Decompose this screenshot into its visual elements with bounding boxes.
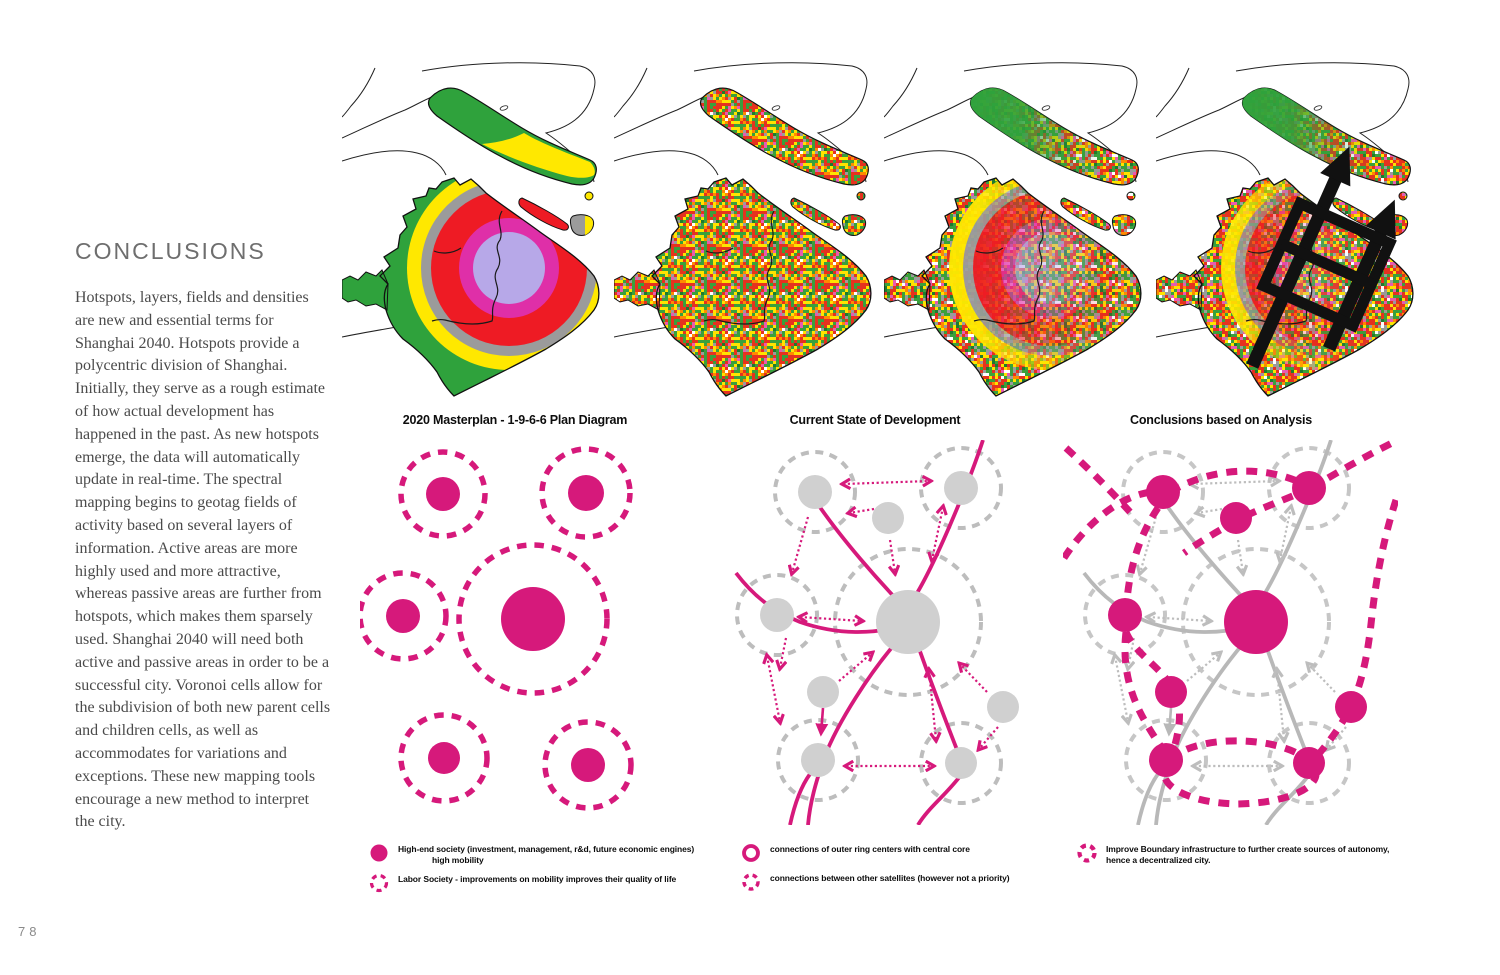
caption-conclusions: Conclusions based on Analysis (1130, 413, 1312, 427)
caption-masterplan: 2020 Masterplan - 1-9-6-6 Plan Diagram (402, 413, 628, 427)
text-column: CONCLUSIONS Hotspots, layers, fields and… (75, 238, 331, 834)
legend-label: Labor Society - improvements on mobility… (398, 874, 677, 884)
legend-label: Improve Boundary infrastructure to furth… (1106, 844, 1390, 854)
body-paragraph: Hotspots, layers, fields and densities a… (75, 289, 331, 831)
map-conclusions-infrastructure (1156, 58, 1428, 403)
page-title: CONCLUSIONS (75, 238, 266, 264)
diagram-masterplan-cells (360, 440, 660, 815)
legend-label-line2: high mobility (432, 854, 484, 865)
diagram-conclusions-network (1063, 440, 1398, 825)
legend-label: connections between other satellites (ho… (770, 873, 1010, 883)
legend-item: Labor Society - improvements on mobility… (368, 872, 698, 894)
legend-label: High-end society (investment, management… (398, 844, 695, 854)
legend-current-state: connections of outer ring centers with c… (740, 844, 1070, 902)
bold-dashed-ring-icon (1076, 842, 1098, 864)
ring-icon (740, 842, 762, 864)
legend-item: High-end society (investment, management… (368, 844, 698, 865)
map-2020-masterplan-rings (342, 58, 614, 403)
page-number: 78 (18, 924, 41, 939)
legend-conclusions: Improve Boundary infrastructure to furth… (1076, 842, 1416, 874)
legend-item: connections of outer ring centers with c… (740, 844, 1070, 864)
legend-label-line2: hence a decentralized city. (1106, 854, 1211, 865)
legend-masterplan: High-end society (investment, management… (368, 844, 698, 903)
diagram-current-state-network (730, 440, 1030, 825)
legend-item: connections between other satellites (ho… (740, 873, 1070, 893)
legend-item: Improve Boundary infrastructure to furth… (1076, 842, 1416, 865)
dashed-circle-icon (368, 872, 390, 894)
caption-current-state: Current State of Development (789, 413, 961, 427)
dashed-ring-icon (740, 871, 762, 893)
filled-circle-icon (368, 842, 390, 864)
map-spectral-field (614, 58, 886, 403)
legend-label: connections of outer ring centers with c… (770, 844, 970, 854)
map-current-state (884, 58, 1156, 403)
